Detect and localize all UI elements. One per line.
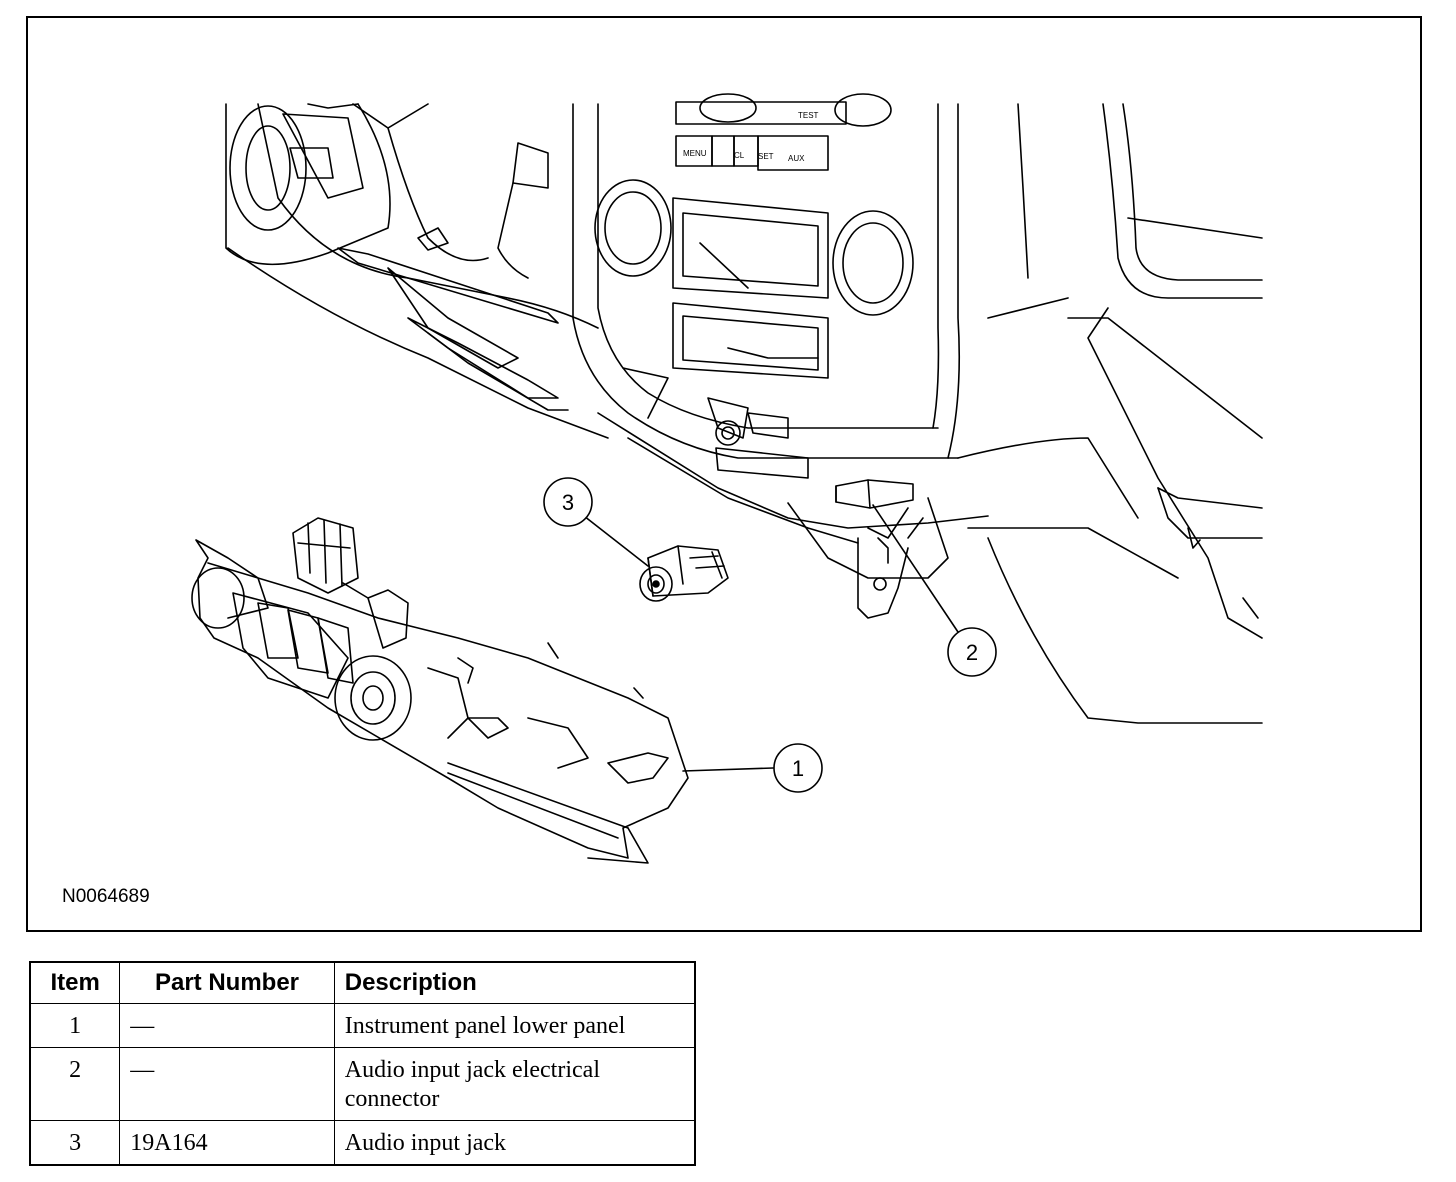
table-row: 1 — Instrument panel lower panel xyxy=(29,1003,696,1048)
svg-text:CL: CL xyxy=(734,151,745,160)
svg-text:MENU: MENU xyxy=(683,149,707,158)
svg-text:SET: SET xyxy=(758,152,774,161)
table-row: 2 — Audio input jack electrical connecto… xyxy=(29,1047,696,1121)
row-description: Audio input jack xyxy=(333,1120,696,1166)
row-description: Instrument panel lower panel xyxy=(333,1003,696,1048)
header-item: Item xyxy=(29,961,121,1004)
row-part-number: — xyxy=(119,1003,335,1048)
header-part-number: Part Number xyxy=(119,961,335,1004)
svg-text:TEST: TEST xyxy=(798,111,819,120)
lower-panel-drawing xyxy=(191,517,689,864)
row-description: Audio input jack electrical connector xyxy=(333,1047,696,1121)
row-item: 3 xyxy=(29,1120,121,1166)
callout-3: 3 xyxy=(543,477,593,527)
callout-1: 1 xyxy=(773,743,823,793)
callout-2: 2 xyxy=(947,627,997,677)
parts-table: Item Part Number Description 1 — Instrum… xyxy=(29,961,696,1166)
dashboard-drawing: MENU CL SET AUX TEST xyxy=(225,93,1263,724)
callout-3-number: 3 xyxy=(562,490,574,515)
row-part-number: — xyxy=(119,1047,335,1121)
table-row: 3 19A164 Audio input jack xyxy=(29,1120,696,1166)
row-item: 2 xyxy=(29,1047,121,1121)
leader-lines xyxy=(583,504,959,772)
row-item: 1 xyxy=(29,1003,121,1048)
callout-2-number: 2 xyxy=(966,640,978,665)
table-header-row: Item Part Number Description xyxy=(29,961,696,1004)
callout-1-number: 1 xyxy=(792,756,804,781)
header-description: Description xyxy=(333,961,696,1004)
row-part-number: 19A164 xyxy=(119,1120,335,1166)
figure-id: N0064689 xyxy=(62,886,150,907)
svg-text:AUX: AUX xyxy=(788,154,805,163)
figure-frame: MENU CL SET AUX TEST xyxy=(26,16,1422,932)
audio-jack-drawing xyxy=(639,545,729,602)
dashboard-illustration: MENU CL SET AUX TEST xyxy=(191,93,1263,864)
